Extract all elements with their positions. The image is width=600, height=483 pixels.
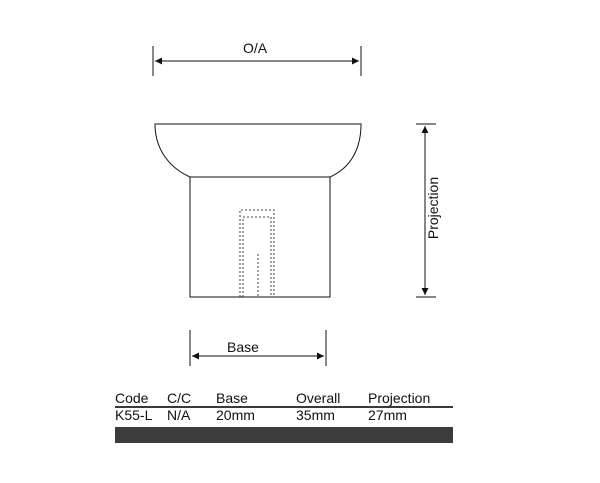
cell-projection: 27mm [368,407,407,423]
base-dimension: Base [189,330,327,366]
header-projection: Projection [368,390,431,406]
overall-dimension: O/A [152,40,362,76]
header-cc: C/C [167,390,192,406]
projection-label: Projection [425,177,441,239]
table-footer-bar [115,427,453,443]
cell-cc: N/A [167,407,191,423]
cell-base: 20mm [216,407,255,423]
knob-base [189,176,331,298]
header-overall: Overall [296,390,341,406]
overall-label: O/A [243,40,268,56]
fixing-hole-hidden-lines [239,209,275,297]
header-code: Code [115,390,149,406]
table-row: K55-L N/A 20mm 35mm 27mm [115,407,453,424]
base-label: Base [227,339,259,355]
cell-overall: 35mm [296,407,335,423]
cell-code: K55-L [115,407,153,423]
header-base: Base [216,390,248,406]
knob-head [154,123,362,178]
spec-table: Code C/C Base Overall Projection K55-L N… [115,390,453,424]
spec-table-header: Code C/C Base Overall Projection [115,390,453,407]
table-header-rule [115,406,453,408]
projection-dimension: Projection [416,123,441,298]
